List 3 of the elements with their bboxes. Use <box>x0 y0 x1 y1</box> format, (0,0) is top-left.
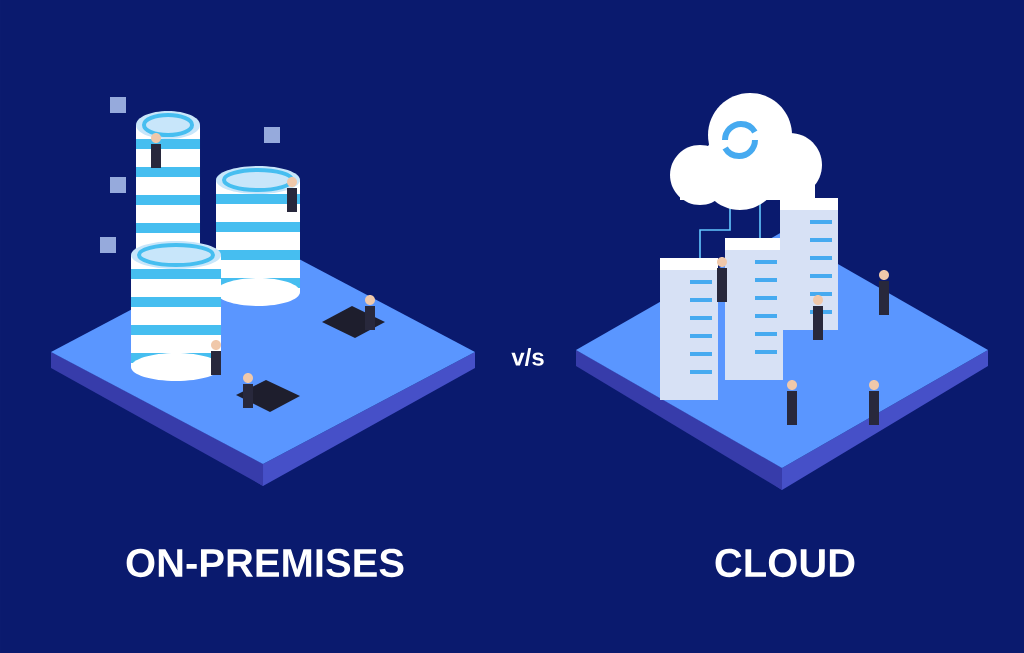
heading: ON-PREMISES <box>126 548 404 578</box>
heading: v/s <box>511 348 544 366</box>
heading: CLOUD <box>715 548 855 578</box>
